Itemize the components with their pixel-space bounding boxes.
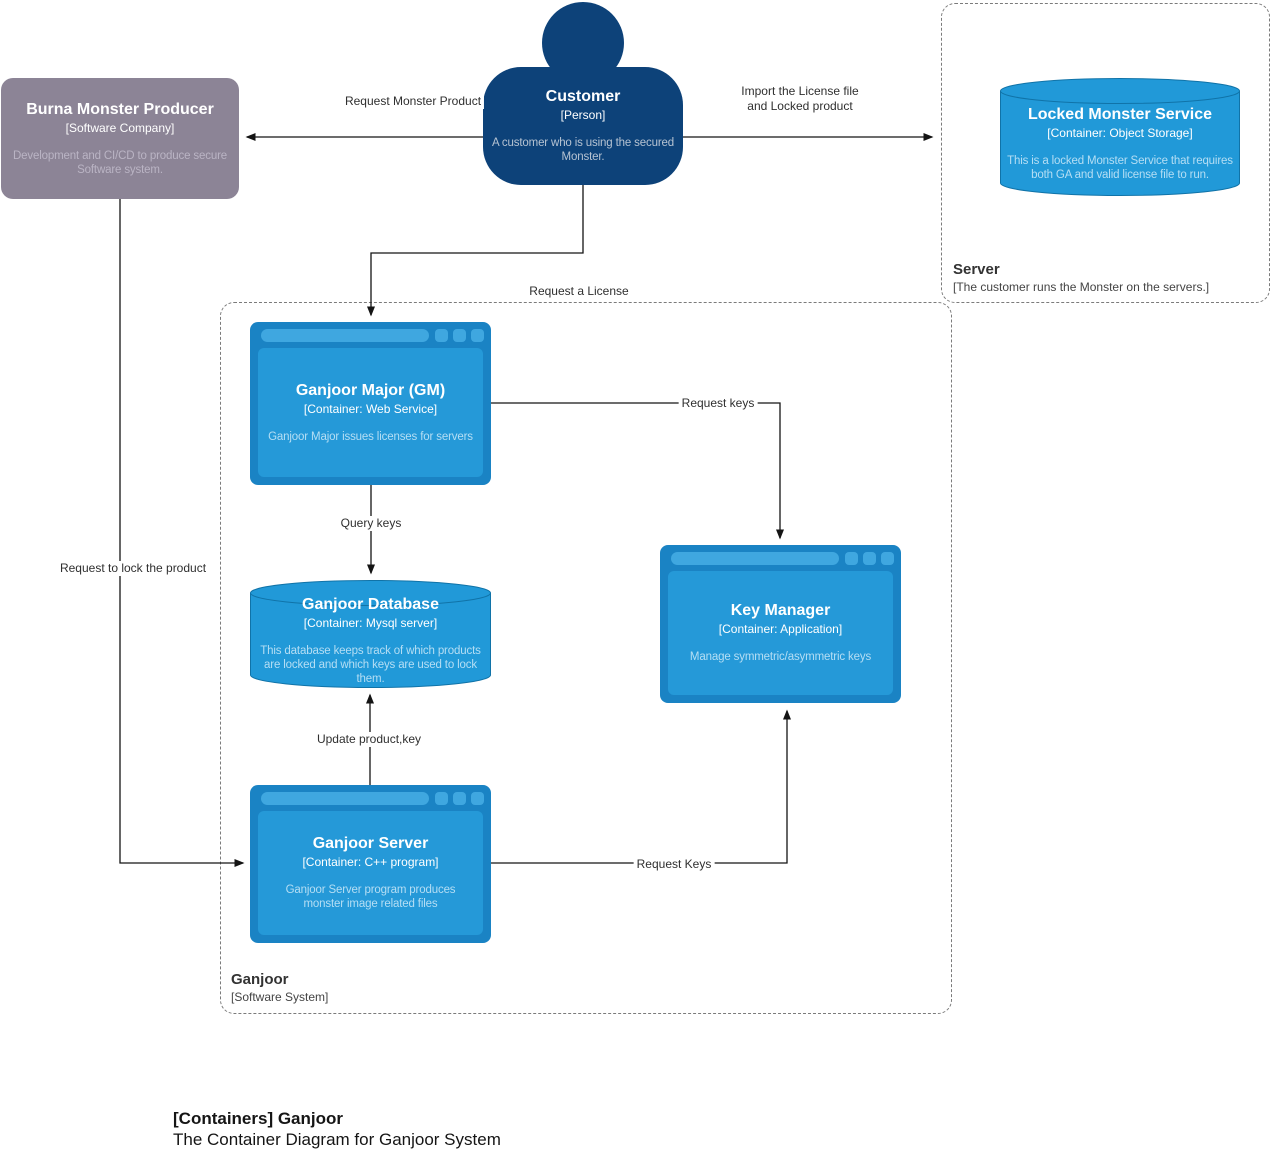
node-description: Development and CI/CD to produce secure … <box>12 149 228 176</box>
label-import-license-line1: Import the License file <box>741 84 859 98</box>
container-locked-monster-service[interactable]: Locked Monster Service [Container: Objec… <box>1000 78 1240 196</box>
container-ganjoor-server[interactable]: Ganjoor Server [Container: C++ program] … <box>250 785 491 943</box>
ganjoor-server-body: Ganjoor Server [Container: C++ program] … <box>258 811 483 935</box>
node-type: [Container: Web Service] <box>303 401 438 416</box>
node-description: A customer who is using the secured Mons… <box>491 137 675 163</box>
browser-button-icon <box>845 552 858 565</box>
browser-button-icon <box>863 552 876 565</box>
node-title: Key Manager <box>730 602 831 619</box>
browser-button-icon <box>453 329 466 342</box>
burna-text: Burna Monster Producer [Software Company… <box>1 78 239 199</box>
person-customer[interactable]: Customer [Person] A customer who is usin… <box>483 67 683 185</box>
label-request-a-license: Request a License <box>526 284 632 299</box>
browser-button-icon <box>471 792 484 805</box>
boundary-server-name: Server <box>953 261 1000 278</box>
node-title: Ganjoor Server <box>312 835 429 852</box>
browser-address-bar <box>671 552 839 565</box>
label-request-to-lock: Request to lock the product <box>56 561 210 576</box>
edge-gm-to-key-manager[interactable] <box>491 402 784 540</box>
diagram-caption-title: [Containers] Ganjoor <box>173 1109 344 1128</box>
label-request-keys-server: Request Keys <box>633 857 715 872</box>
boundary-ganjoor-name: Ganjoor <box>231 971 289 988</box>
node-description: Ganjoor Major issues licenses for server… <box>268 430 473 443</box>
node-description: Manage symmetric/asymmetric keys <box>689 651 872 663</box>
node-description: This is a locked Monster Service that re… <box>1007 155 1233 181</box>
browser-button-icon <box>471 329 484 342</box>
label-request-monster-product: Request Monster Product <box>341 94 485 109</box>
edge-burna-to-ganjoor-server[interactable] <box>119 199 245 867</box>
lms-text: Locked Monster Service [Container: Objec… <box>1000 78 1240 196</box>
browser-address-bar <box>261 792 429 805</box>
diagram-caption-subtitle: The Container Diagram for Ganjoor System <box>173 1130 501 1149</box>
boundary-server[interactable] <box>941 3 1270 303</box>
node-type: [Software Company] <box>65 120 175 135</box>
label-import-license: Import the License file and Locked produ… <box>738 84 862 114</box>
node-description: This database keeps track of which produ… <box>260 645 481 685</box>
node-type: [Container: Application] <box>718 622 843 636</box>
label-import-license-line2: and Locked product <box>747 99 853 113</box>
edge-customer-to-ganjoor-major[interactable] <box>367 185 584 317</box>
person-customer-text: Customer [Person] A customer who is usin… <box>483 67 683 185</box>
node-type: [Container: Object Storage] <box>1047 126 1193 140</box>
node-title: Locked Monster Service <box>1027 106 1213 123</box>
cylinder-shape <box>1000 78 1240 196</box>
container-ganjoor-database[interactable]: Ganjoor Database [Container: Mysql serve… <box>250 580 491 688</box>
container-ganjoor-major[interactable]: Ganjoor Major (GM) [Container: Web Servi… <box>250 322 491 485</box>
node-title: Ganjoor Major (GM) <box>295 381 446 399</box>
boundary-server-subtitle: [The customer runs the Monster on the se… <box>953 280 1210 294</box>
node-description: Ganjoor Server program produces monster … <box>285 884 456 910</box>
node-type: [Container: Mysql server] <box>303 616 438 630</box>
key-manager-body: Key Manager [Container: Application] Man… <box>668 571 893 695</box>
node-title: Ganjoor Database <box>302 596 439 613</box>
browser-button-icon <box>881 552 894 565</box>
database-text: Ganjoor Database [Container: Mysql serve… <box>250 580 491 688</box>
label-query-keys: Query keys <box>337 516 405 531</box>
boundary-ganjoor[interactable] <box>220 302 952 1014</box>
node-title: Customer <box>545 88 621 105</box>
ganjoor-major-body: Ganjoor Major (GM) [Container: Web Servi… <box>258 348 483 477</box>
container-key-manager[interactable]: Key Manager [Container: Application] Man… <box>660 545 901 703</box>
cylinder-shape <box>250 580 491 688</box>
browser-address-bar <box>261 329 429 342</box>
node-burna-monster-producer[interactable]: Burna Monster Producer [Software Company… <box>1 78 239 199</box>
label-request-keys-gm: Request keys <box>678 396 758 411</box>
browser-button-icon <box>435 329 448 342</box>
node-title: Burna Monster Producer <box>26 100 214 118</box>
node-type: [Person] <box>560 108 606 122</box>
browser-button-icon <box>435 792 448 805</box>
node-type: [Container: C++ program] <box>302 855 439 869</box>
label-update-product-key: Update product,key <box>313 732 425 747</box>
edge-ganjoor-server-to-key-manager[interactable] <box>491 709 791 864</box>
browser-button-icon <box>453 792 466 805</box>
boundary-ganjoor-subtitle: [Software System] <box>231 990 329 1004</box>
